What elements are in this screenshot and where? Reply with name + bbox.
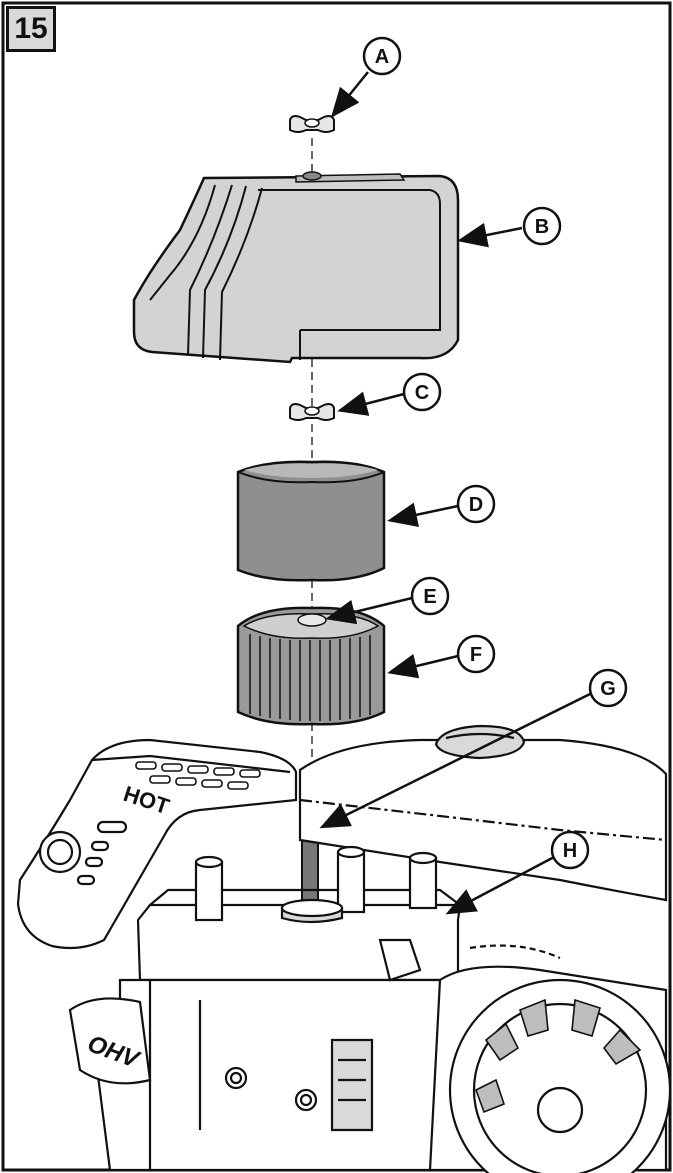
callout-h: H <box>550 830 590 870</box>
engine-assembly <box>16 724 672 1173</box>
callout-e: E <box>410 576 450 616</box>
heat-shield-vents <box>135 761 261 790</box>
wing-nut-lower <box>289 403 335 421</box>
callout-b: B <box>522 206 562 246</box>
callout-d: D <box>456 484 496 524</box>
svg-text:E: E <box>423 586 436 608</box>
svg-text:F: F <box>470 644 482 666</box>
air-filter-cover <box>132 171 460 364</box>
leader-f <box>387 653 459 679</box>
callout-leaders <box>319 71 591 915</box>
leader-h <box>445 854 557 915</box>
callout-g: G <box>588 668 628 708</box>
leader-e <box>325 596 413 625</box>
leader-g <box>319 692 591 829</box>
svg-text:G: G <box>600 678 616 700</box>
figure-number-badge: 15 <box>6 6 56 52</box>
wing-nut-top <box>289 115 335 133</box>
svg-text:C: C <box>415 382 429 404</box>
foam-pre-filter <box>236 460 386 582</box>
svg-text:D: D <box>469 494 483 516</box>
leader-c <box>337 391 405 416</box>
leader-a <box>330 71 369 118</box>
leader-b <box>457 222 523 248</box>
svg-text:H: H <box>563 840 577 862</box>
svg-text:A: A <box>375 46 389 68</box>
callout-c: C <box>402 372 442 412</box>
leader-d <box>387 502 459 528</box>
callout-a: A <box>362 36 402 76</box>
svg-text:B: B <box>535 216 549 238</box>
callout-f: F <box>456 634 496 674</box>
paper-filter-element <box>236 606 386 726</box>
